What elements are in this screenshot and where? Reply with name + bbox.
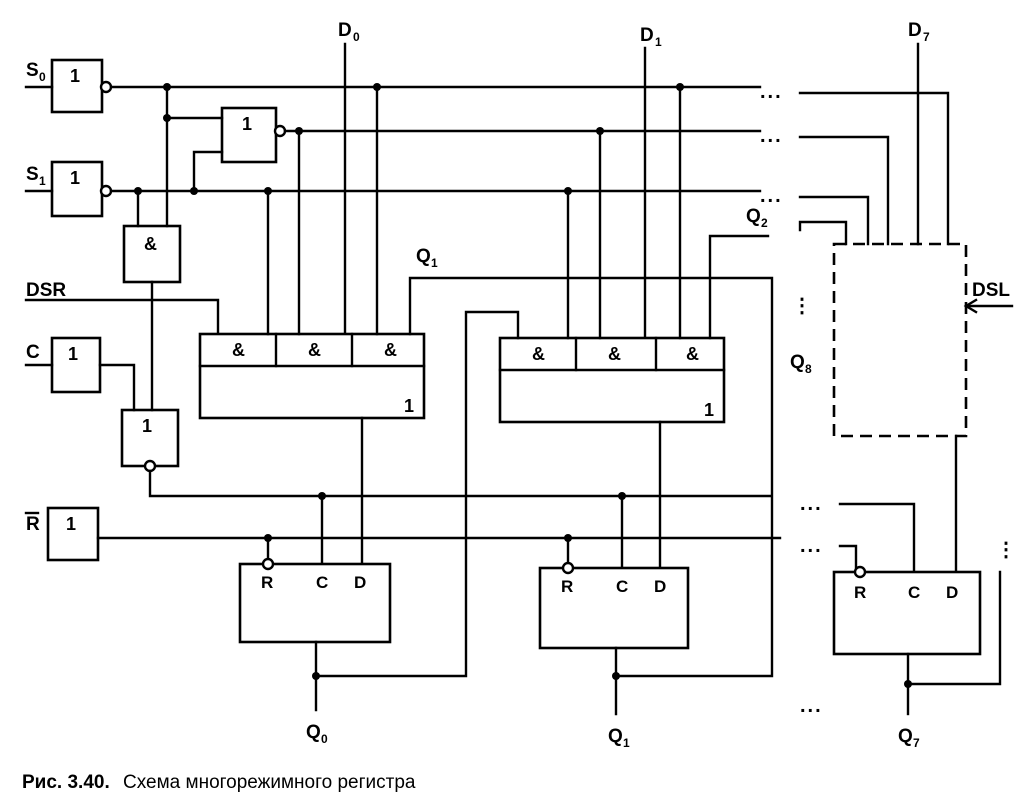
d7-label: D bbox=[908, 20, 922, 41]
mux-block-1: & & & 1 bbox=[498, 336, 726, 424]
c-buffer: 1 bbox=[50, 336, 102, 394]
dots-reset-bus: ... bbox=[800, 535, 823, 557]
trigger0-r: R bbox=[261, 573, 273, 592]
s0-inverter-label: 1 bbox=[70, 66, 80, 86]
s-nor-gate-label: 1 bbox=[242, 114, 252, 134]
r-bar-label: R bbox=[26, 514, 40, 535]
dots-vertical-right: ⋮ bbox=[996, 539, 1018, 561]
d0-label: D bbox=[338, 20, 352, 41]
mux0-and-1: & bbox=[232, 340, 245, 360]
mux0-and-3: & bbox=[384, 340, 397, 360]
q2-feedback-sub: 2 bbox=[761, 216, 768, 230]
mux1-and-1: & bbox=[532, 344, 545, 364]
caption-prefix: Рис. 3.40. bbox=[22, 772, 110, 793]
d0-label-sub: 0 bbox=[353, 30, 360, 44]
clock-gate: 1 bbox=[120, 408, 180, 473]
trigger7-d: D bbox=[946, 583, 958, 602]
dsl-label: DSL bbox=[972, 280, 1010, 301]
s-and-gate: & bbox=[122, 224, 182, 284]
mux-block-0: & & & 1 bbox=[198, 332, 426, 420]
q1-feedback-label: Q bbox=[416, 246, 431, 267]
dots-output: ... bbox=[800, 695, 823, 717]
dots-bus-3: ... bbox=[760, 185, 783, 207]
trigger-0: R C D bbox=[238, 557, 392, 644]
figure-caption: Рис. 3.40. Схема многорежимного регистра bbox=[22, 772, 416, 793]
s-nor-gate: 1 bbox=[220, 106, 287, 164]
mux1-and-2: & bbox=[608, 344, 621, 364]
trigger7-r: R bbox=[854, 583, 866, 602]
s0-label-sub: 0 bbox=[39, 70, 46, 84]
caption-text: Схема многорежимного регистра bbox=[123, 772, 416, 793]
q1-output-sub: 1 bbox=[623, 736, 630, 750]
mux0-or-label: 1 bbox=[404, 396, 414, 416]
q2-feedback-label: Q bbox=[746, 206, 761, 227]
q8-label-sub: 8 bbox=[805, 362, 812, 376]
q8-dots: ⋮ bbox=[792, 295, 814, 317]
clock-gate-label: 1 bbox=[142, 416, 152, 436]
trigger-7: R C D bbox=[832, 565, 982, 656]
mux1-and-3: & bbox=[686, 344, 699, 364]
mux-block-7 bbox=[832, 242, 968, 438]
mux0-and-2: & bbox=[308, 340, 321, 360]
s0-label: S bbox=[26, 60, 39, 81]
q8-label: Q bbox=[790, 352, 805, 373]
trigger-1: R C D bbox=[538, 561, 690, 650]
trigger1-c: C bbox=[616, 577, 628, 596]
s0-inverter: 1 bbox=[50, 58, 113, 114]
c-label: C bbox=[26, 342, 40, 363]
trigger0-c: C bbox=[316, 573, 328, 592]
trigger0-d: D bbox=[354, 573, 366, 592]
trigger1-d: D bbox=[654, 577, 666, 596]
q0-output-label: Q bbox=[306, 722, 321, 743]
q7-output-sub: 7 bbox=[913, 736, 920, 750]
dots-bus-2: ... bbox=[760, 125, 783, 147]
s1-inverter-label: 1 bbox=[70, 168, 80, 188]
mux1-or-label: 1 bbox=[704, 400, 714, 420]
q1-output-label: Q bbox=[608, 726, 623, 747]
s1-label: S bbox=[26, 164, 39, 185]
d7-label-sub: 7 bbox=[923, 30, 930, 44]
trigger7-c: C bbox=[908, 583, 920, 602]
r-buffer-label: 1 bbox=[66, 514, 76, 534]
trigger1-r: R bbox=[561, 577, 573, 596]
s1-label-sub: 1 bbox=[39, 174, 46, 188]
d1-label-sub: 1 bbox=[655, 35, 662, 49]
q0-output-sub: 0 bbox=[321, 732, 328, 746]
q1-feedback-sub: 1 bbox=[431, 256, 438, 270]
s1-inverter: 1 bbox=[50, 160, 113, 218]
c-buffer-label: 1 bbox=[68, 344, 78, 364]
dsr-label: DSR bbox=[26, 280, 66, 301]
d1-label: D bbox=[640, 25, 654, 46]
q7-output-label: Q bbox=[898, 726, 913, 747]
r-buffer: 1 bbox=[46, 506, 100, 562]
s-and-gate-label: & bbox=[144, 234, 157, 254]
dots-clock-bus: ... bbox=[800, 493, 823, 515]
dots-bus-1: ... bbox=[760, 81, 783, 103]
